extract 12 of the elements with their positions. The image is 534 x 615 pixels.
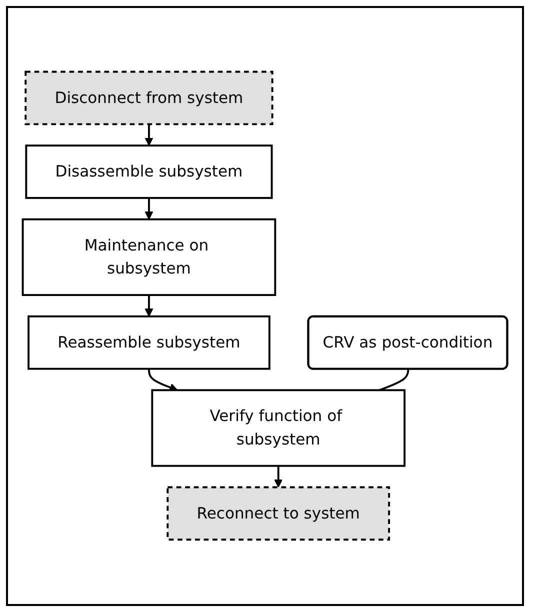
arrow xyxy=(144,124,154,146)
node-box: Reassemble subsystem xyxy=(28,316,270,370)
arrow xyxy=(274,466,283,488)
node-box: Verify function of subsystem xyxy=(151,389,406,468)
node-box: Disconnect from system xyxy=(24,71,274,126)
arrow xyxy=(144,295,154,318)
node-box: Maintenance on subsystem xyxy=(22,218,276,296)
arrow xyxy=(148,369,178,392)
node-box: Reconnect to system xyxy=(166,486,390,541)
arrow xyxy=(144,198,154,220)
connector xyxy=(378,370,410,392)
node-box: Disassemble subsystem xyxy=(25,144,273,200)
